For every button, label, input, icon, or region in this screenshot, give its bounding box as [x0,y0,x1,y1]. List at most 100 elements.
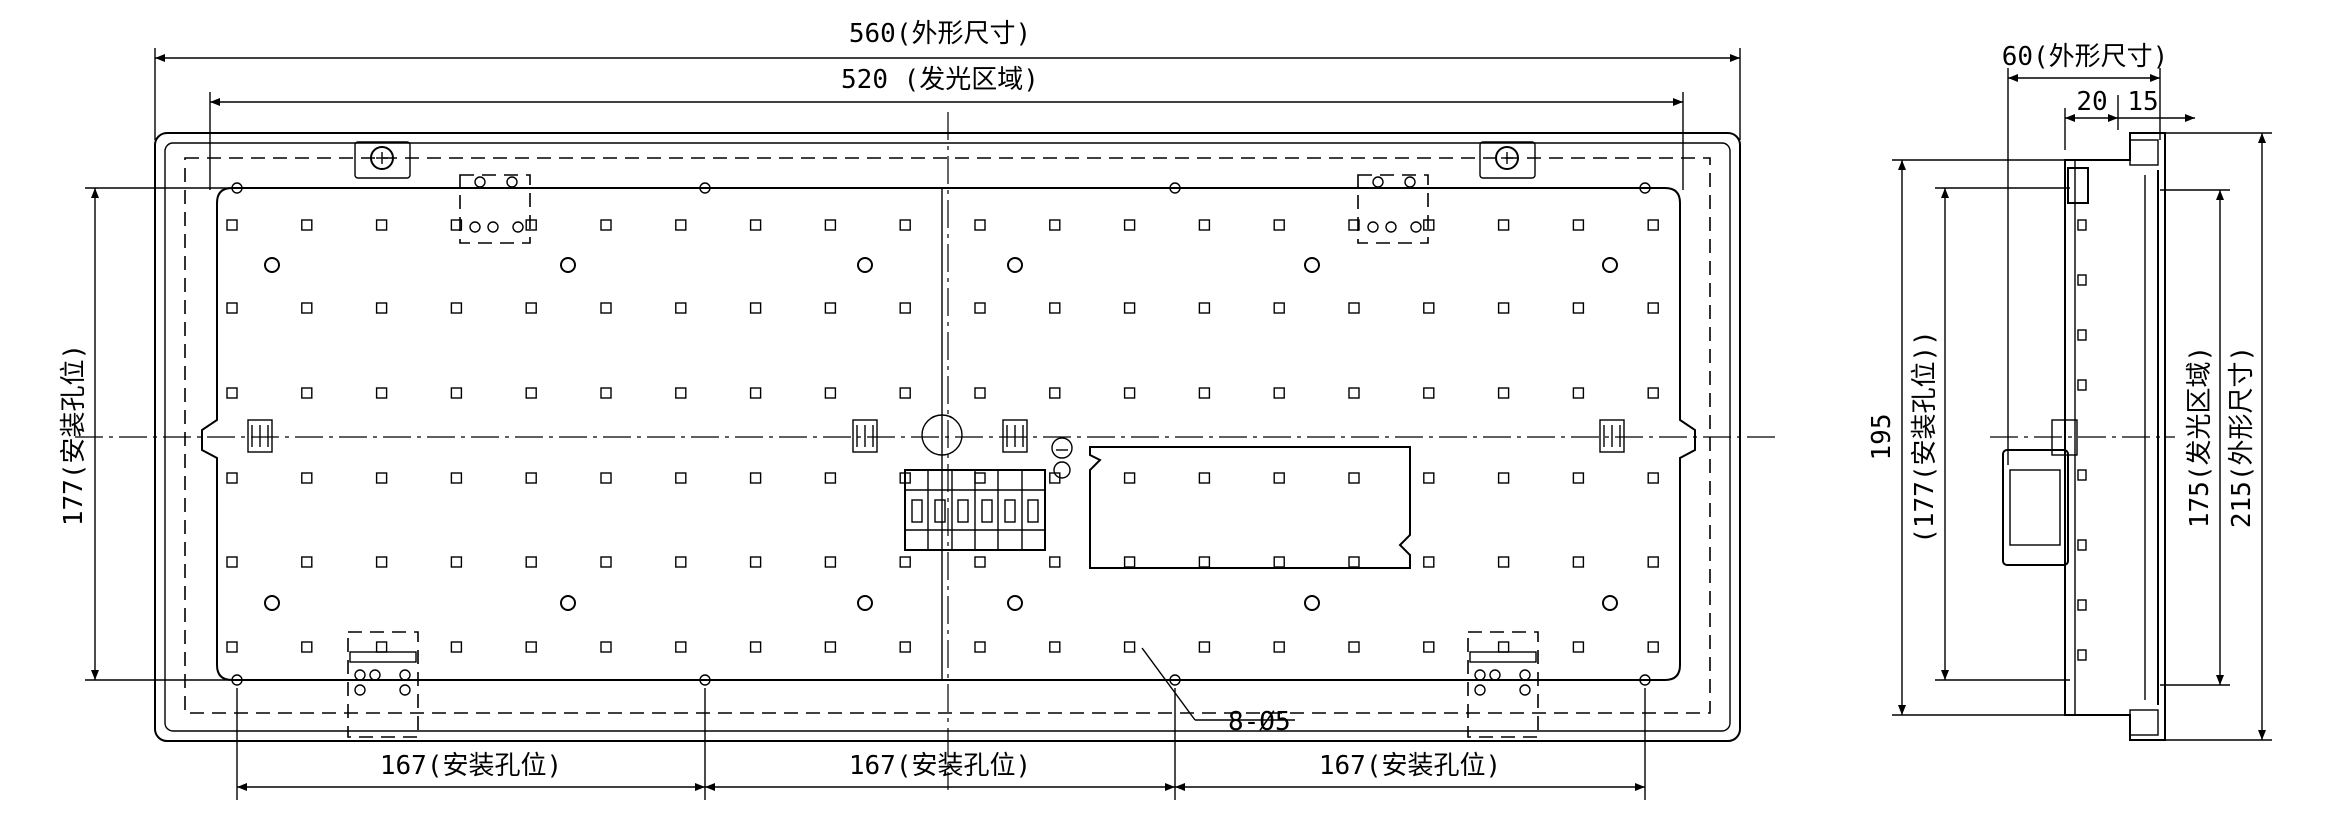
led-chip [1647,472,1659,484]
overall-height-label: 215(外形尺寸) [2227,346,2257,528]
terminal-block [904,469,1046,551]
led-chip [375,472,388,484]
led-chip [824,387,837,399]
led-chip [1423,219,1435,231]
connector [1599,419,1625,453]
led-chip [226,472,238,484]
led-chip [600,641,612,653]
led-chip [1423,387,1435,399]
led-chip [1123,641,1136,653]
led-chip [301,219,313,231]
led-chip [1049,302,1061,314]
led-chip [1273,556,1285,568]
led-hole [1602,257,1618,273]
depth-a-label: 20 [2076,87,2107,117]
led-chip [375,556,388,568]
led-hole [1007,595,1023,611]
led-chip [974,641,986,653]
mount-hole [699,674,711,686]
height-195-label: 195 [1867,414,1897,461]
led-chip [1123,472,1136,484]
led-chip [974,556,986,568]
led-chip [226,387,238,399]
led-chip [1123,219,1136,231]
led-chip [899,219,911,231]
led-chip [525,556,537,568]
side-driver-detail [2009,469,2061,546]
emitting-height-label: 175(发光区域) [2185,346,2215,528]
led-chip [824,556,837,568]
led-chip [749,472,762,484]
center-cable-hole [921,414,963,456]
side-screw [2077,539,2087,551]
overall-width-label: 560(外形尺寸) [849,19,1031,49]
led-chip [1348,219,1360,231]
mount-hole [1169,182,1181,194]
mount-hole [231,182,243,194]
led-chip [301,387,313,399]
side-screw [2077,599,2087,611]
connector [852,419,878,453]
led-plate-outline [201,187,1696,681]
led-hole [560,595,576,611]
led-chip [675,219,687,231]
led-hole [264,595,280,611]
led-chip [1647,641,1659,653]
led-chip [1572,556,1585,568]
led-chip [824,641,837,653]
led-chip [675,472,687,484]
led-chip [1348,302,1360,314]
led-chip [600,472,612,484]
led-chip [226,219,238,231]
led-chip [1348,641,1360,653]
bracket-bottom-right [1467,631,1539,738]
led-chip [1273,641,1285,653]
led-chip [600,387,612,399]
led-chip [525,641,537,653]
side-view: 60(外形尺寸) 20 15 195 (177(安装孔位)) 175 [1867,42,2272,741]
led-chip [301,472,313,484]
led-chip [525,387,537,399]
led-chip [1198,472,1211,484]
led-chip [1497,472,1510,484]
led-chip [1049,387,1061,399]
led-chip [824,219,837,231]
emitting-area-dashed [184,157,1711,714]
led-hole [857,257,873,273]
led-chip [1647,556,1659,568]
mount-hole [1639,674,1651,686]
led-chip [1497,387,1510,399]
led-chip [974,302,986,314]
led-chip [749,556,762,568]
side-screws [2077,219,2087,661]
led-chip [1348,556,1360,568]
bracket-top-right [1357,174,1429,244]
led-chip [749,641,762,653]
led-chip [450,219,463,231]
led-chip [375,302,388,314]
led-chip [1572,302,1585,314]
led-chip [824,302,837,314]
led-chip [1198,387,1211,399]
led-chip [749,219,762,231]
led-chip [1049,219,1061,231]
side-screw [2077,469,2087,481]
led-chip [1198,556,1211,568]
hanger-screw-left [354,141,411,179]
led-chip [1572,641,1585,653]
led-chip [1572,472,1585,484]
led-chip [600,219,612,231]
led-chip [1273,472,1285,484]
mount-hole [1639,182,1651,194]
led-chip [450,472,463,484]
side-screw [2077,329,2087,341]
led-chip [1123,556,1136,568]
led-hole [1602,595,1618,611]
led-chip [450,302,463,314]
led-chip [675,387,687,399]
hanger-screw-right [1479,141,1536,179]
led-hole [1304,595,1320,611]
led-chip [1497,302,1510,314]
led-chip [375,387,388,399]
spacing-label-2: 167(安装孔位) [849,751,1031,781]
